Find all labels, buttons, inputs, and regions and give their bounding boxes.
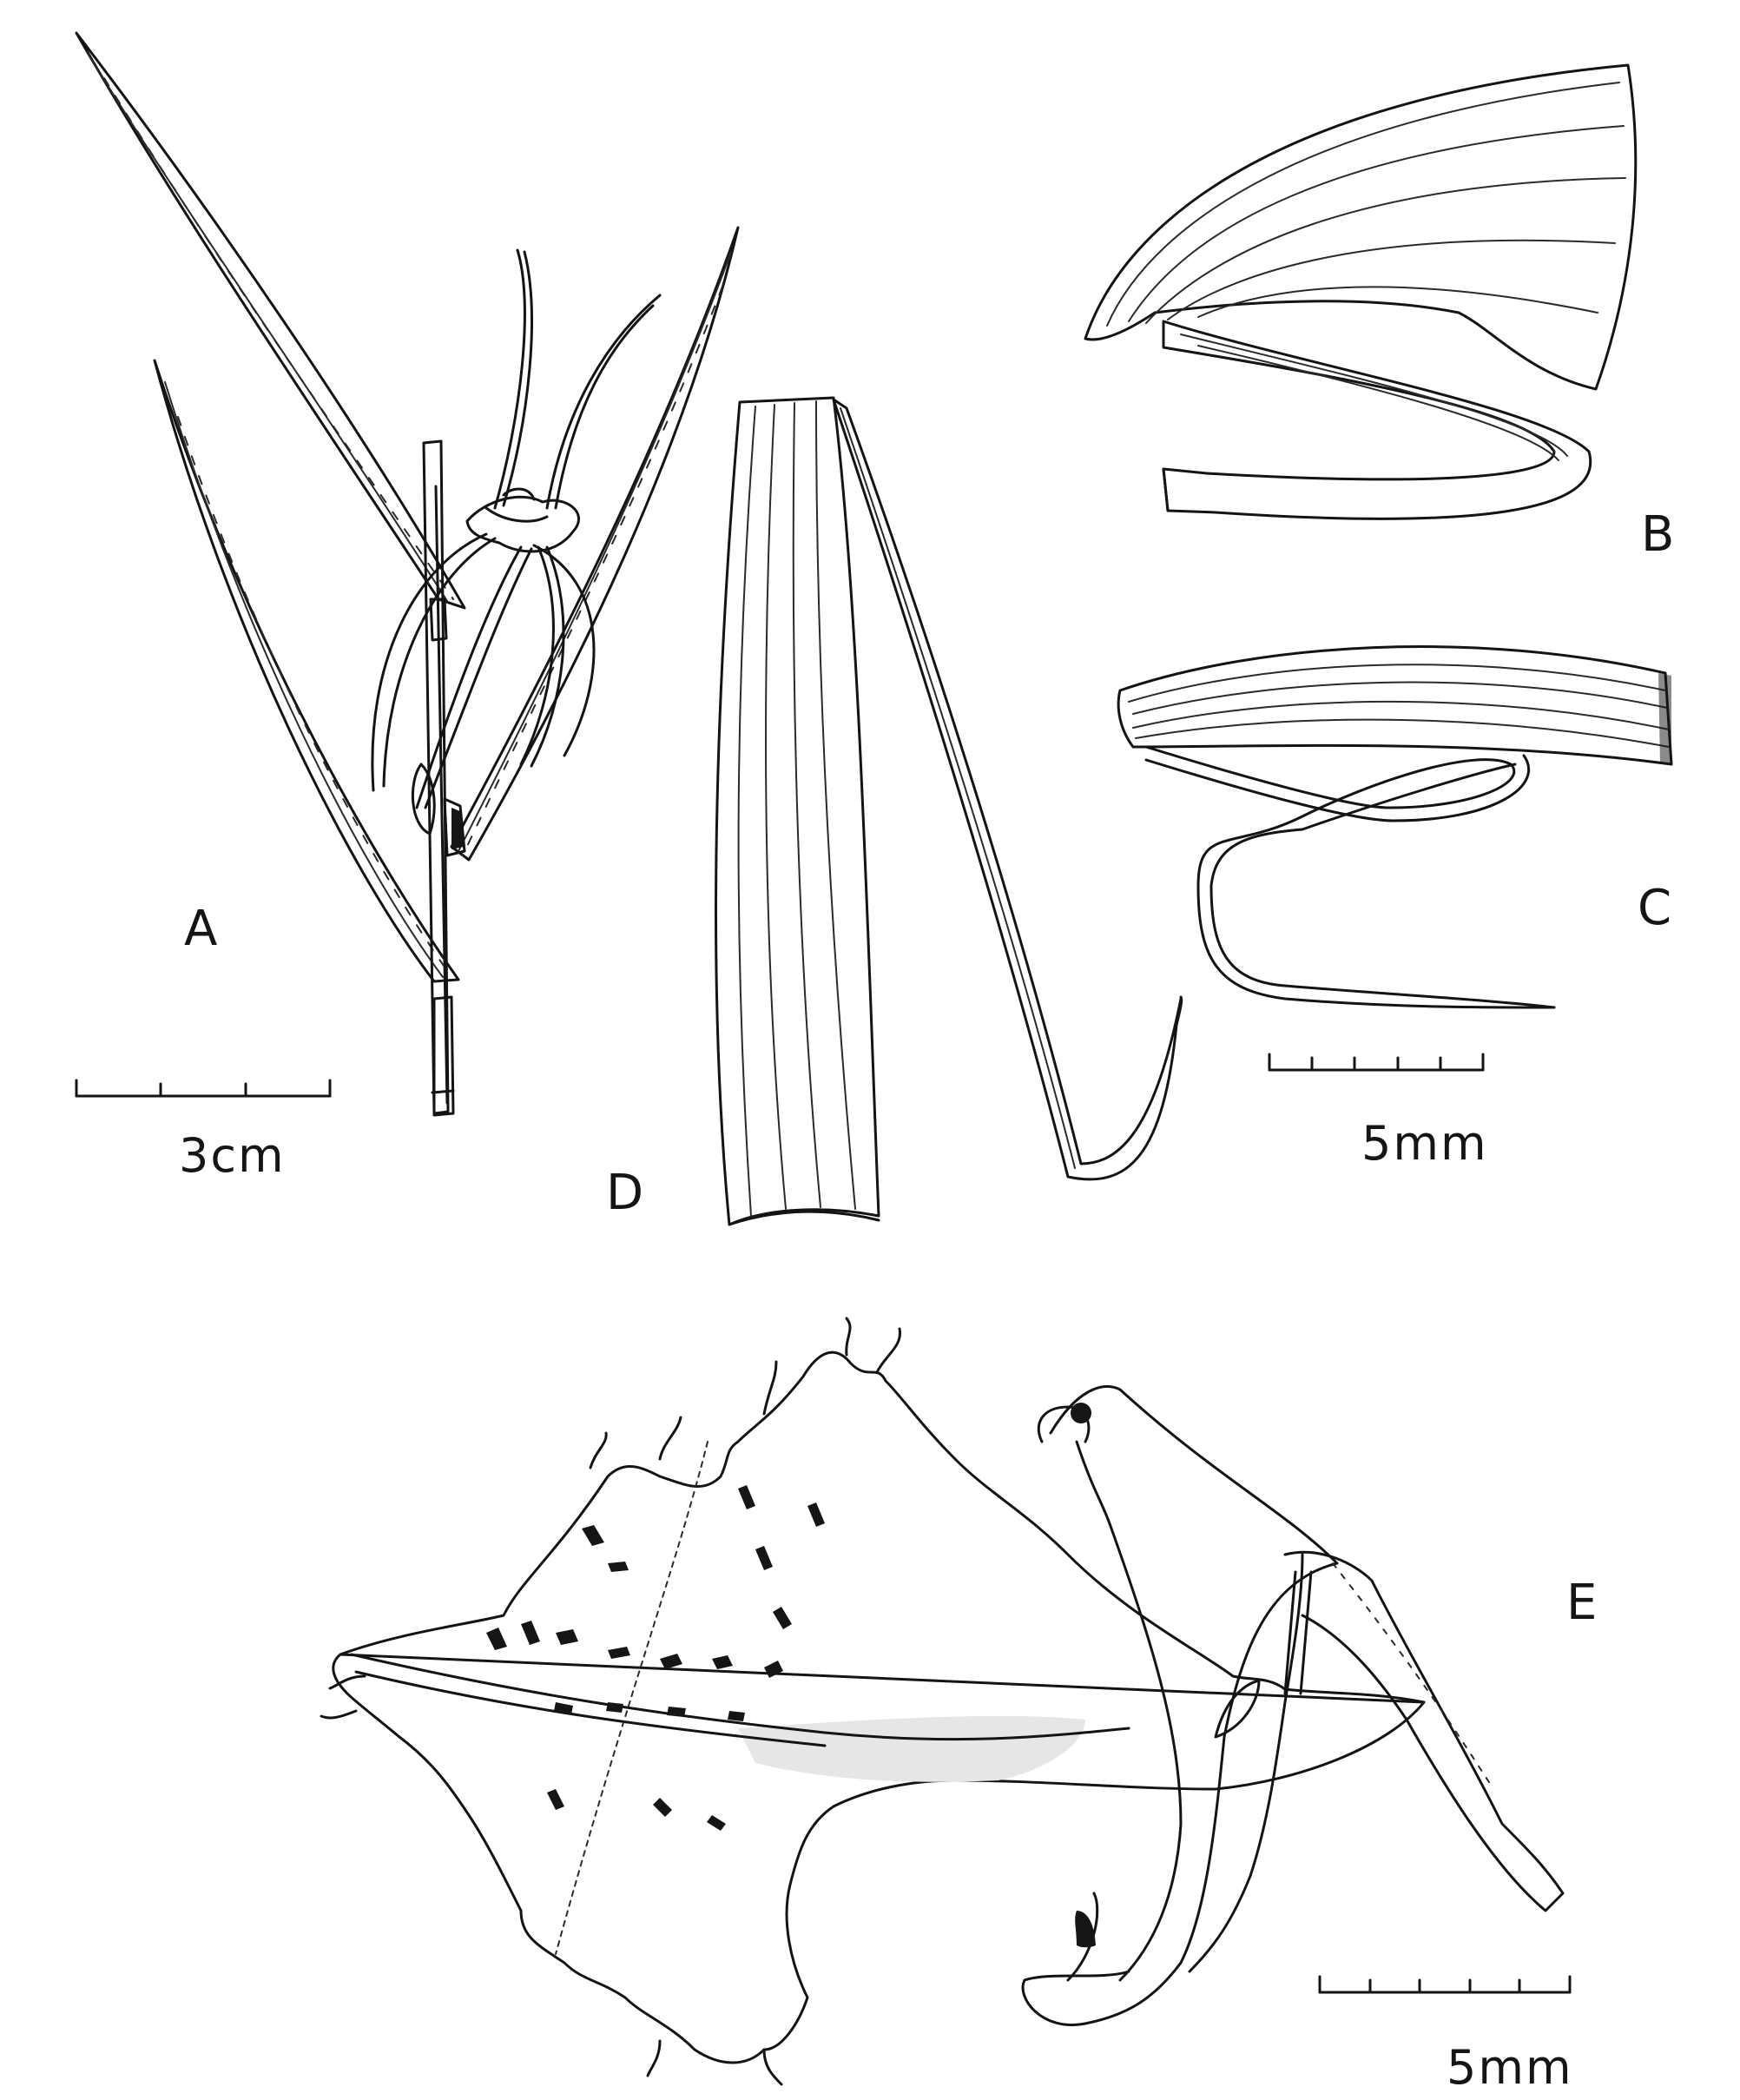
panel-label-a: A bbox=[184, 901, 218, 957]
panel-d-sepal-drawing bbox=[715, 396, 1183, 1226]
scale-bar-sepals bbox=[1268, 1053, 1485, 1072]
panel-label-c: C bbox=[1638, 880, 1672, 936]
panel-a-habit-drawing bbox=[75, 31, 740, 1117]
panel-label-b: B bbox=[1641, 506, 1675, 563]
panel-c-sepal-drawing bbox=[1117, 645, 1673, 1009]
scale-label-labellum: 5mm bbox=[1447, 2040, 1573, 2095]
scale-bar-labellum bbox=[1318, 1975, 1572, 1994]
scale-label-plant: 3cm bbox=[179, 1128, 286, 1183]
panel-e-labellum-drawing bbox=[320, 1317, 1565, 2086]
panel-label-e: E bbox=[1566, 1575, 1598, 1631]
scale-label-sepals: 5mm bbox=[1361, 1116, 1488, 1171]
panel-b-petal-drawing bbox=[1084, 63, 1638, 520]
panel-label-d: D bbox=[606, 1165, 644, 1221]
scale-bar-plant bbox=[75, 1079, 332, 1098]
